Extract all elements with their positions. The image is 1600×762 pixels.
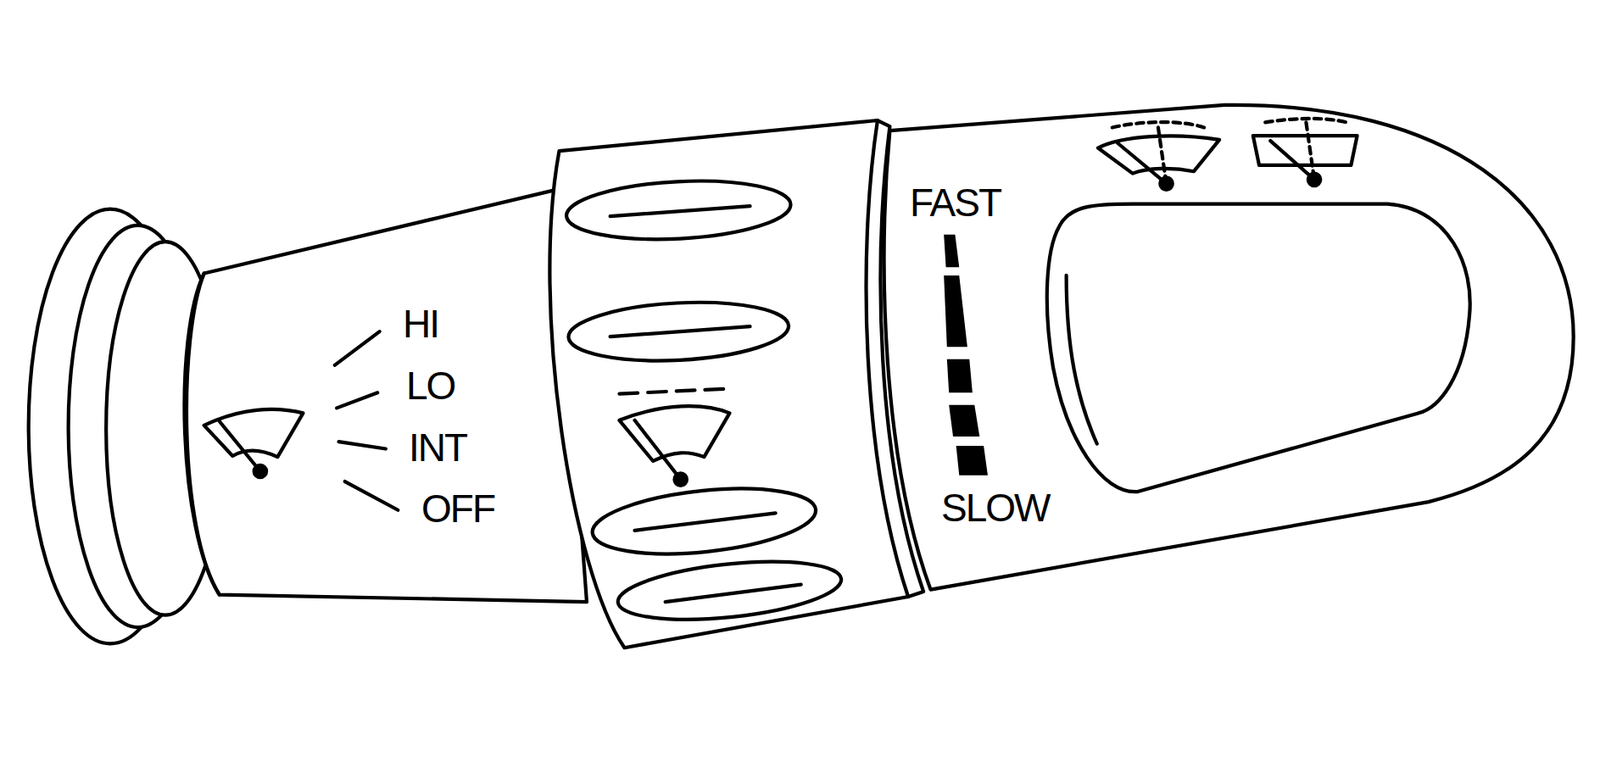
switch-label: SLOW <box>941 488 1049 528</box>
switch-label: OFF <box>421 489 495 529</box>
switch-label: FAST <box>909 183 1001 223</box>
switch-label: HI <box>402 304 439 344</box>
switch-label: LO <box>406 366 455 406</box>
switch-label: INT <box>408 428 467 468</box>
